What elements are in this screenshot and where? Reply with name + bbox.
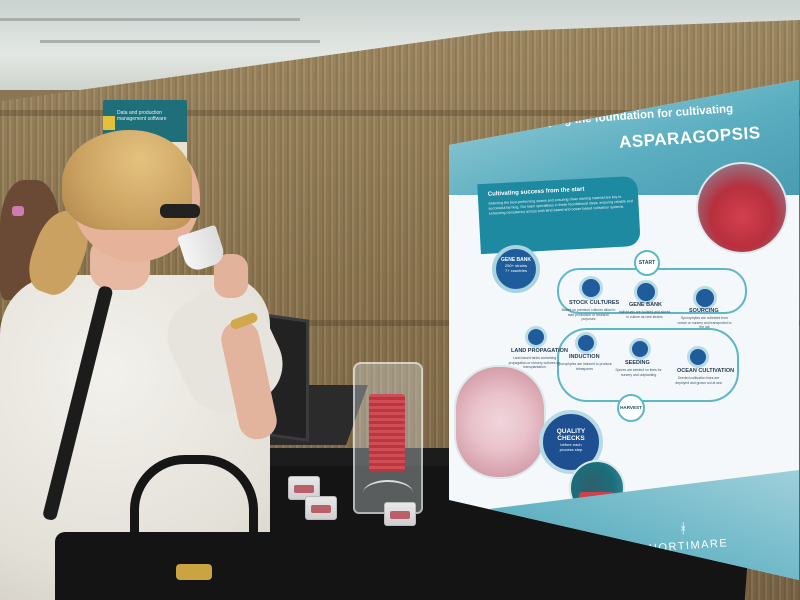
hanging-sign-text: Data and production management software (117, 110, 167, 122)
intro-body: Selecting the best-performing strains an… (488, 194, 633, 216)
hortimare-logo-icon: ᚼ (679, 520, 688, 536)
gene-bank-badge-countries: 7+ countries (505, 268, 527, 273)
poster-intro-panel: Cultivating success from the start Selec… (477, 175, 641, 255)
quality-line1: QUALITY (556, 428, 586, 435)
seeding-icon (629, 338, 651, 360)
hair-clip (12, 206, 24, 216)
induction-icon (575, 332, 597, 354)
bag-handle (130, 455, 258, 574)
gene-bank-desc: Individuals are isolated and stored in c… (618, 310, 671, 319)
intro-heading: Cultivating success from the start (487, 186, 585, 198)
reed-band (0, 110, 800, 116)
gene-bank-badge-title: GENE BANK (500, 257, 531, 263)
sourcing-icon (693, 286, 717, 310)
seeding-label: SEEDING (625, 360, 650, 366)
quality-line2: CHECKS (557, 435, 585, 442)
land-propagation-desc: Land-based tanks containing propagation … (508, 356, 561, 369)
quality-line4: process step (559, 447, 583, 452)
gene-bank-badge-strains: 250+ strains (505, 263, 527, 268)
land-propagation-icon (525, 326, 547, 348)
petri-dish-photo (454, 365, 546, 479)
stock-cultures-label: STOCK CULTURES (569, 300, 620, 306)
induction-label: INDUCTION (569, 354, 600, 360)
gene-bank-badge: GENE BANK 250+ strains 7+ countries (492, 245, 540, 293)
sample-cup (305, 496, 337, 520)
flow-loop-lower (557, 328, 739, 402)
ocean-cultivation-desc: Seeded cultivation lines are deployed an… (675, 376, 722, 385)
stock-cultures-icon (579, 276, 603, 300)
reed-band (0, 320, 800, 326)
sourcing-desc: Sporophytes are collected from ocean or … (677, 316, 732, 329)
induction-desc: Sporophytes are induced to produce tetra… (557, 362, 612, 371)
sunglasses (160, 204, 200, 218)
gene-bank-label: GENE BANK (629, 302, 663, 308)
sample-cup (288, 476, 320, 500)
seaweed-photo (696, 162, 788, 254)
bag-clasp (176, 564, 212, 580)
sourcing-label: SOURCING (689, 308, 719, 314)
roof-beam (0, 18, 300, 21)
start-node: START (634, 250, 660, 276)
ocean-cultivation-icon (687, 346, 709, 368)
gene-bank-icon (634, 280, 658, 304)
stock-cultures-desc: Based on premium cultures allow to start… (561, 308, 616, 321)
asparagopsis-poster: Laying the foundation for cultivating AS… (449, 80, 799, 580)
cultivation-jar (353, 362, 423, 514)
seeding-desc: Spores are seeded on lines for nursery a… (615, 368, 662, 377)
harvest-node: HARVEST (617, 394, 645, 422)
black-handbag (55, 532, 281, 600)
quality-checks-badge: QUALITY CHECKS before each process step (539, 410, 603, 474)
seaweed-sample (369, 394, 405, 472)
sign-accent (103, 116, 115, 130)
sample-cup (384, 502, 416, 526)
land-propagation-label: LAND PROPAGATION (511, 348, 568, 354)
ocean-cultivation-label: OCEAN CULTIVATION (677, 368, 735, 374)
quality-line3: before each (560, 442, 582, 447)
roof-beam (40, 40, 320, 43)
jar-stand (363, 480, 413, 506)
